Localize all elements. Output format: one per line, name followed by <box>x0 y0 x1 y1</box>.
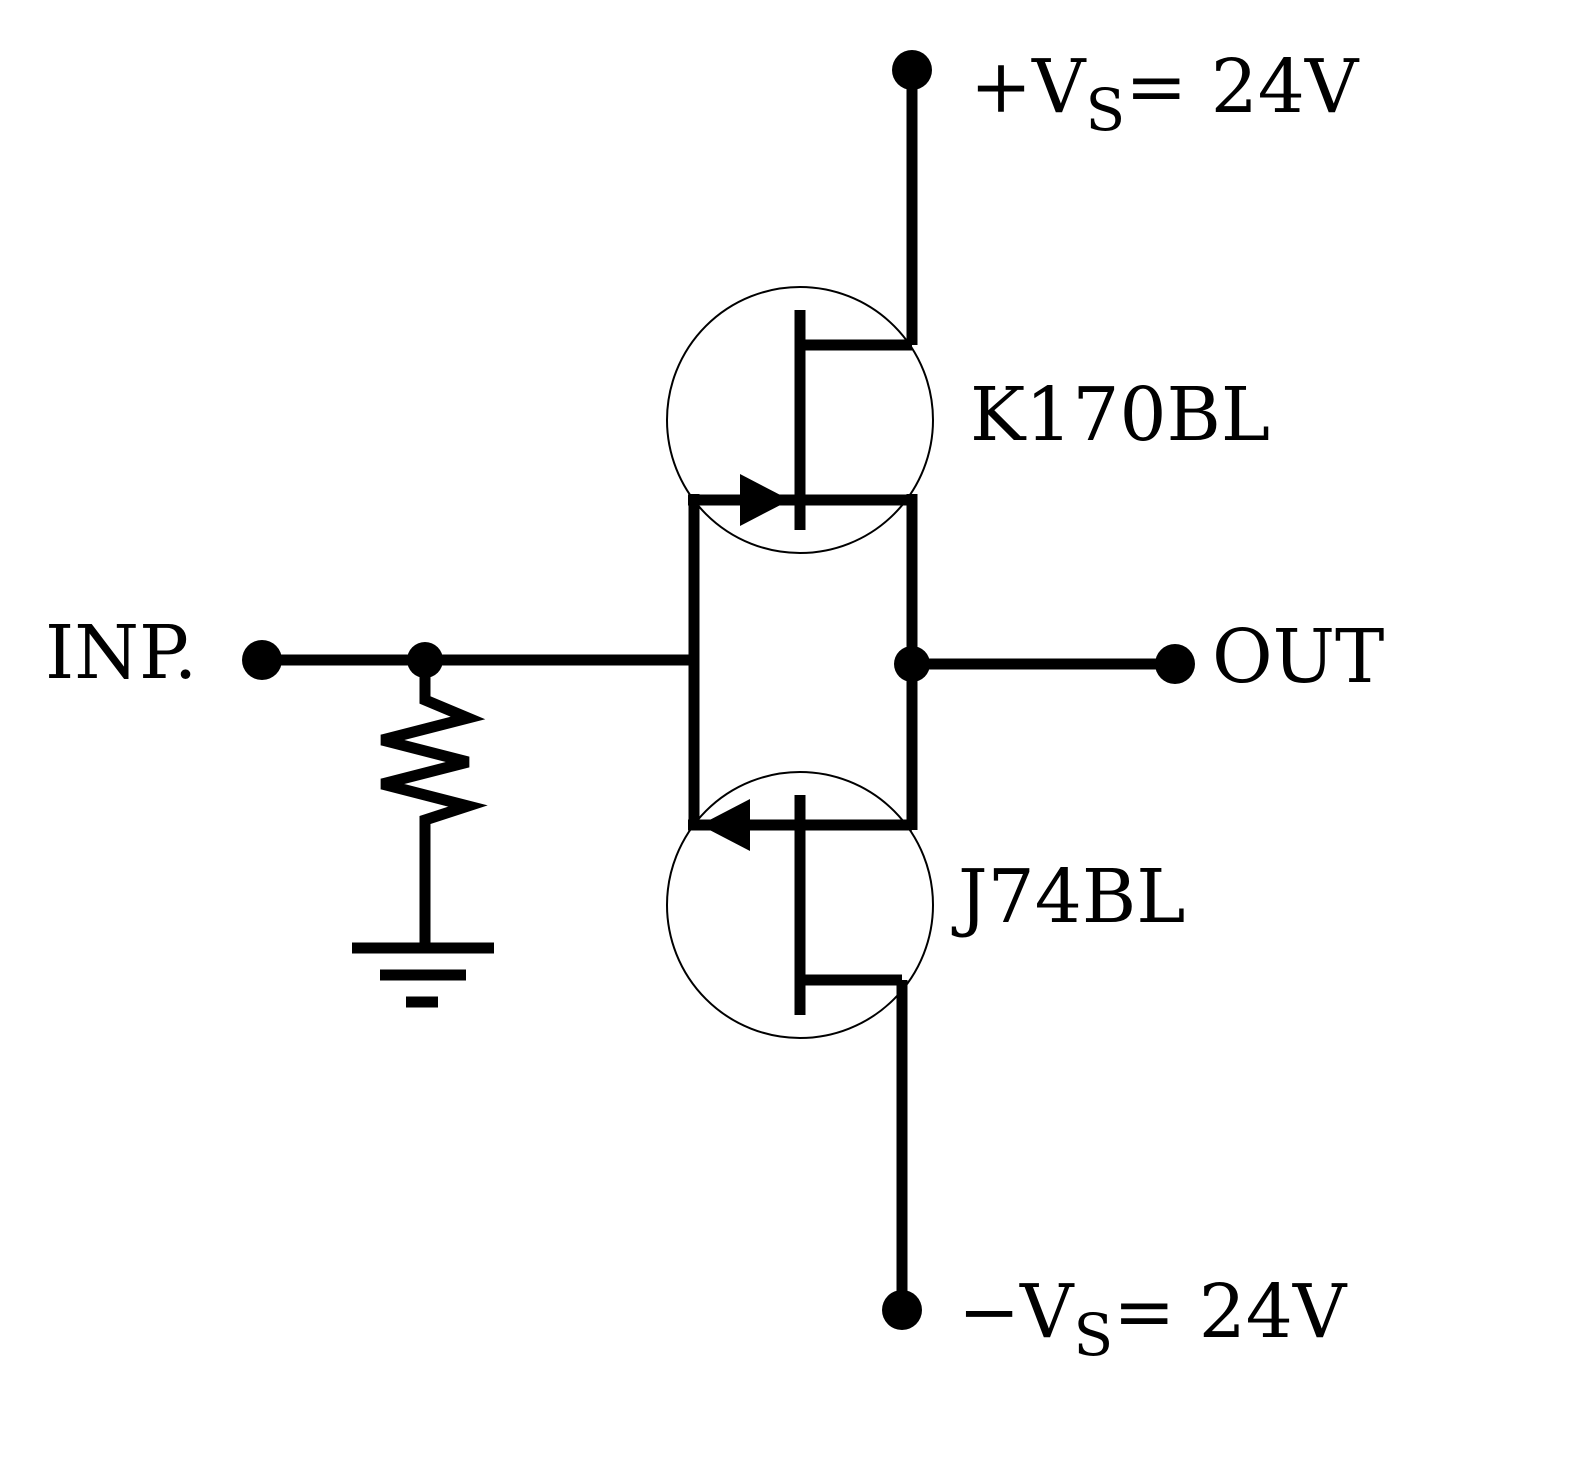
negative-supply-rail <box>882 980 922 1330</box>
negative-supply-terminal <box>882 1290 922 1330</box>
upper-transistor-envelope <box>666 286 934 554</box>
positive-supply-sign: + <box>970 44 1032 130</box>
gate-network <box>688 494 918 830</box>
input-network <box>242 640 694 680</box>
lower-transistor-label: J74BL <box>951 854 1185 940</box>
lower-transistor-gate-arrow <box>700 799 750 851</box>
positive-supply-rail <box>892 50 932 345</box>
upper-transistor-gate-arrow <box>740 474 790 526</box>
resistor-icon <box>380 660 488 945</box>
input-label: INP. <box>45 610 197 696</box>
positive-supply-subscript: S <box>1085 76 1125 144</box>
n-channel-jfet-icon <box>666 286 934 554</box>
negative-supply-label: −VS= 24V <box>958 1269 1348 1369</box>
positive-supply-value: = 24V <box>1125 44 1360 130</box>
positive-supply-label: +VS= 24V <box>970 44 1360 144</box>
negative-supply-symbol: V <box>1019 1269 1075 1355</box>
output-terminal <box>1155 644 1195 684</box>
negative-supply-sign: − <box>958 1269 1020 1355</box>
ground-icon <box>352 942 494 1008</box>
lower-transistor-envelope <box>666 771 934 1039</box>
output-network <box>894 644 1195 684</box>
resistor-zigzag <box>380 660 488 945</box>
upper-transistor-label: K170BL <box>970 372 1270 458</box>
negative-supply-value: = 24V <box>1113 1269 1348 1355</box>
positive-supply-symbol: V <box>1031 44 1087 130</box>
negative-supply-subscript: S <box>1073 1301 1113 1369</box>
p-channel-jfet-icon <box>666 771 934 1039</box>
output-label: OUT <box>1212 614 1384 700</box>
